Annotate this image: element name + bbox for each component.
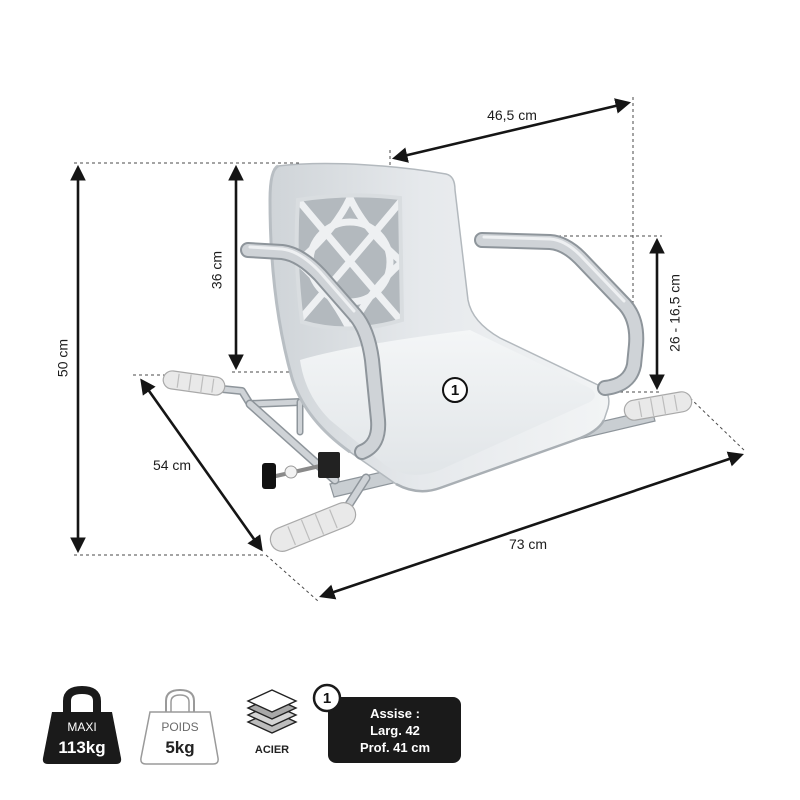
max-load-badge: MAXI 113kg [42, 685, 122, 764]
seat-marker: 1 [442, 377, 468, 403]
left-armrest [240, 242, 387, 460]
weight-label: POIDS [161, 720, 198, 734]
feature-badges: MAXI 113kg POIDS 5kg ACIER [42, 683, 461, 765]
dimension-armrest-height: 26 - 16,5 cm [649, 237, 683, 391]
dimension-label-length: 73 cm [509, 536, 547, 552]
seat-pan [300, 330, 595, 475]
guide-length-left [265, 554, 319, 602]
dimension-label-armrest-height: 26 - 16,5 cm [667, 274, 683, 352]
seat-size-panel [328, 697, 461, 763]
weight-badge: POIDS 5kg [140, 688, 219, 765]
dimension-total-height: 50 cm [55, 164, 86, 554]
dimension-label-depth: 54 cm [153, 457, 191, 473]
kettlebell-outline-icon [140, 688, 219, 765]
kettlebell-icon [42, 685, 122, 764]
seat-size-title: Assise : [370, 706, 420, 721]
seat-marker-number: 1 [451, 382, 459, 399]
bottom-left-handle-grip [269, 502, 357, 552]
material-badge: ACIER [246, 689, 298, 756]
dimension-backrest-width: 46,5 cm [391, 98, 632, 163]
dimension-label-backrest-width: 46,5 cm [487, 107, 537, 123]
seat-size-badge: 1 Assise : Larg. 42 Prof. 41 cm [312, 683, 461, 763]
backrest-cutout-pattern [294, 193, 405, 331]
right-armrest [474, 232, 645, 396]
material-label: ACIER [255, 744, 289, 756]
dimension-label-total-height: 50 cm [55, 339, 71, 377]
guide-length-right [689, 397, 747, 453]
right-handle-grip [623, 391, 693, 421]
dimension-label-backrest-height: 36 cm [209, 251, 225, 289]
seat-left-rim [268, 164, 351, 454]
layers-icon [246, 689, 298, 734]
lock-knob-icon [262, 463, 276, 489]
weight-value: 5kg [165, 738, 194, 757]
max-load-label: MAXI [67, 720, 96, 734]
dimension-backrest-height: 36 cm [209, 164, 244, 371]
dimension-arrows: 50 cm 36 cm 46,5 cm 26 - 16,5 cm 54 cm 7… [55, 98, 744, 600]
seat-size-depth: Prof. 41 cm [360, 740, 430, 755]
dimension-length: 73 cm [319, 451, 744, 600]
max-load-value: 113kg [58, 738, 105, 757]
seat-size-width: Larg. 42 [370, 723, 420, 738]
seat-size-marker: 1 [323, 690, 331, 707]
bath-seat-illustration: 1 [162, 162, 693, 552]
top-left-handle-grip [162, 370, 226, 396]
dimension-depth: 54 cm [140, 378, 263, 552]
